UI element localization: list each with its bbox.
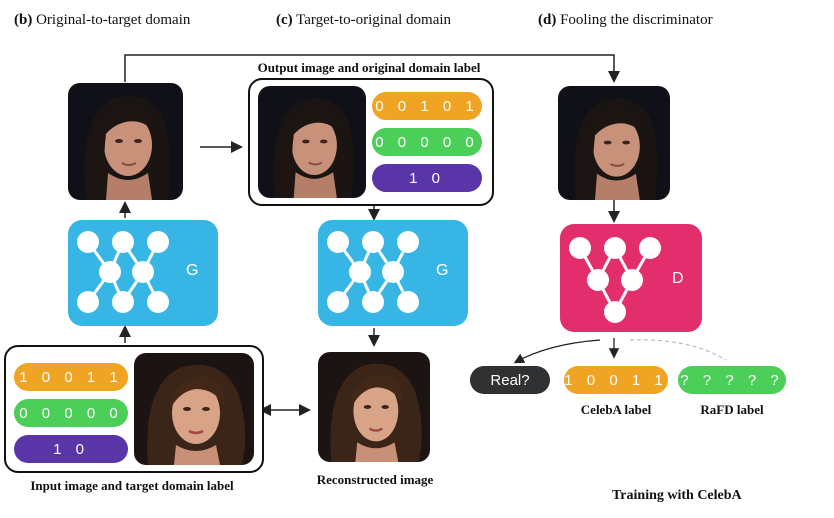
- face-man-icon: [558, 86, 670, 200]
- face-woman-icon: [318, 352, 430, 462]
- neural-net-icon: [77, 231, 169, 313]
- output-caption: Output image and original domain label: [257, 60, 481, 75]
- generator-network-c: G: [318, 220, 468, 326]
- discriminator-network: D: [560, 224, 702, 332]
- real-output: Real?: [470, 366, 550, 394]
- input-caption: Input image and target domain label: [30, 478, 234, 493]
- output-panel: 0 0 1 0 1 0 0 0 0 0 1 0: [248, 78, 494, 206]
- neural-net-icon: [327, 231, 419, 313]
- face-man-icon: [258, 86, 366, 198]
- output-label-orange: 0 0 1 0 1: [372, 92, 482, 120]
- rafd-label-caption: RaFD label: [700, 402, 764, 417]
- celeba-output: 1 0 0 1 1: [564, 366, 668, 394]
- rafd-output: ? ? ? ? ?: [678, 366, 786, 394]
- input-label-purple: 1 0: [14, 435, 128, 463]
- generator-network-b: G: [68, 220, 218, 326]
- input-label-orange: 1 0 0 1 1: [14, 363, 128, 391]
- output-label-green: 0 0 0 0 0: [372, 128, 482, 156]
- face-man-icon: [68, 83, 183, 200]
- training-caption: Training with CelebA: [612, 488, 742, 503]
- generator-label: G: [436, 262, 449, 279]
- output-label-purple: 1 0: [372, 164, 482, 192]
- neural-net-icon: [569, 237, 661, 323]
- input-panel: 1 0 0 1 1 0 0 0 0 0 1 0: [4, 345, 264, 473]
- input-label-green: 0 0 0 0 0: [14, 399, 128, 427]
- reconstructed-caption: Reconstructed image: [316, 472, 434, 487]
- header-c: (c) Target-to-original domain: [276, 12, 452, 28]
- celeba-label-caption: CelebA label: [580, 402, 652, 417]
- face-woman-icon: [134, 353, 254, 465]
- discriminator-label: D: [672, 270, 684, 287]
- generator-label: G: [186, 262, 199, 279]
- header-b: (b) Original-to-target domain: [14, 12, 191, 28]
- header-d: (d) Fooling the discriminator: [538, 12, 713, 28]
